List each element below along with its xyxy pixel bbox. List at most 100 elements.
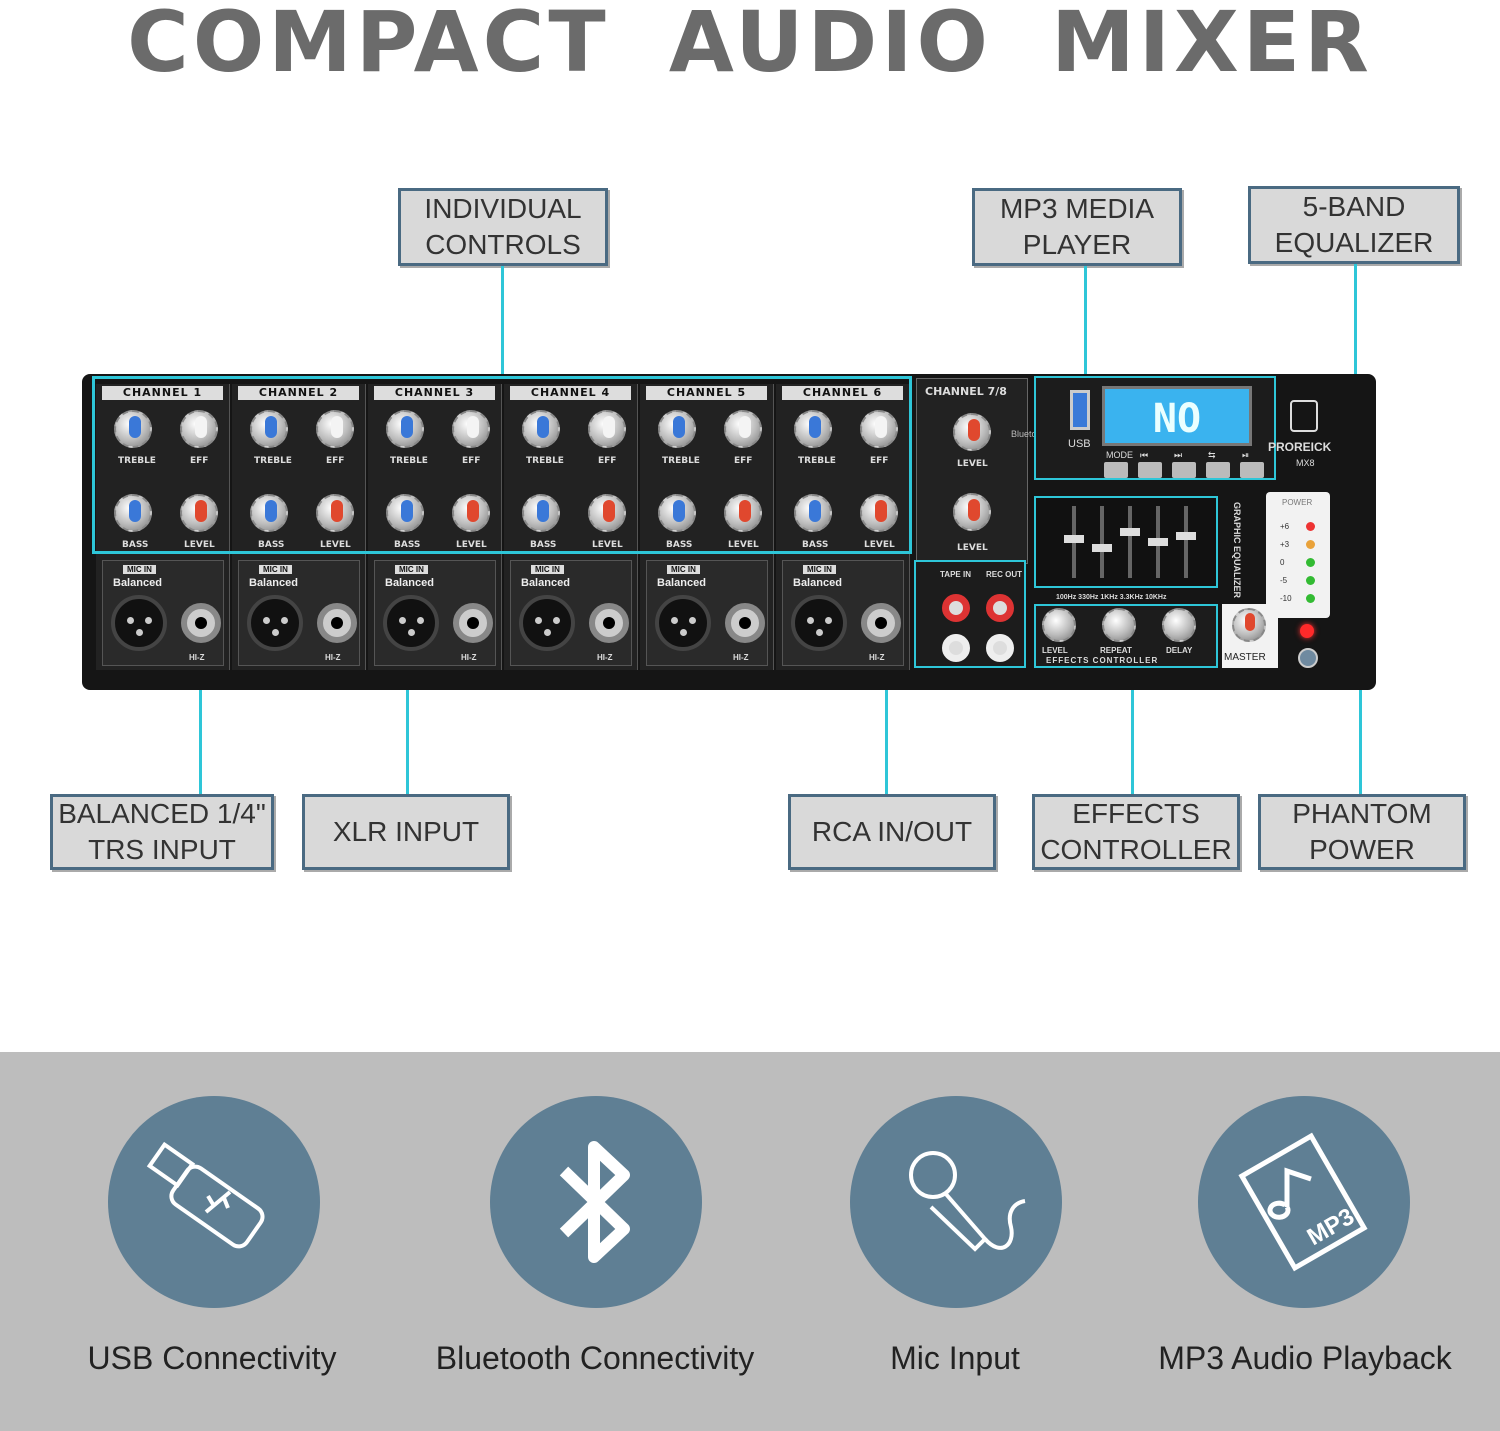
xlr-jack[interactable] [655, 595, 711, 651]
eff-label: EFF [190, 456, 209, 466]
eff-knob[interactable] [180, 410, 218, 448]
eff-knob[interactable] [452, 410, 490, 448]
phantom-power-button[interactable] [1298, 648, 1318, 668]
level-knob[interactable] [316, 494, 354, 532]
trs-jack[interactable] [181, 603, 221, 643]
channel-label: CHANNEL 5 [646, 386, 767, 400]
bluetooth-label: Bluetooth [1011, 429, 1050, 439]
bass-label: BASS [666, 540, 693, 550]
level-knob[interactable] [588, 494, 626, 532]
hiz-label: HI-Z [461, 653, 477, 662]
eq-slider-cap[interactable] [1148, 538, 1168, 546]
eq-slider-cap[interactable] [1176, 532, 1196, 540]
balanced-label: Balanced [249, 577, 298, 589]
usb-drive-icon [146, 1141, 265, 1249]
channel-label: CHANNEL 2 [238, 386, 359, 400]
rca-jack[interactable] [986, 634, 1014, 662]
individual-controls-frame [92, 376, 912, 554]
xlr-jack[interactable] [791, 595, 847, 651]
xlr-jack[interactable] [111, 595, 167, 651]
player-button[interactable] [1104, 462, 1128, 478]
eq-slider[interactable] [1064, 506, 1084, 578]
level-knob[interactable] [180, 494, 218, 532]
level-label: LEVEL [864, 540, 895, 550]
treble-knob[interactable] [658, 410, 696, 448]
rca-jack[interactable] [942, 634, 970, 662]
meter-label: -10 [1280, 594, 1292, 603]
level-knob[interactable] [860, 494, 898, 532]
feature-label-usb: USB Connectivity [87, 1340, 337, 1376]
level-knob[interactable] [452, 494, 490, 532]
meter-label: -5 [1280, 576, 1288, 585]
bass-knob[interactable] [794, 494, 832, 532]
eq-slider[interactable] [1148, 506, 1168, 578]
eff-knob[interactable] [724, 410, 762, 448]
level-knob[interactable] [953, 493, 991, 531]
mic-in-label: MIC IN [259, 565, 292, 574]
callout-rca: RCA IN/OUT [788, 794, 996, 870]
callout-trs-input: BALANCED 1/4" TRS INPUT [50, 794, 274, 870]
player-button[interactable] [1138, 462, 1162, 478]
bass-knob[interactable] [250, 494, 288, 532]
treble-knob[interactable] [794, 410, 832, 448]
trs-jack[interactable] [589, 603, 629, 643]
bass-knob[interactable] [114, 494, 152, 532]
player-button[interactable] [1206, 462, 1230, 478]
eq-slider[interactable] [1120, 506, 1140, 578]
graphic-equalizer [1034, 496, 1218, 588]
player-button[interactable] [1240, 462, 1264, 478]
feature-mic [850, 1096, 1062, 1308]
xlr-jack[interactable] [519, 595, 575, 651]
input-panel: MIC IN Balanced HI-Z [102, 560, 224, 666]
treble-label: TREBLE [390, 456, 428, 466]
eff-knob[interactable] [860, 410, 898, 448]
fx-repeat-knob[interactable] [1102, 608, 1136, 642]
eq-slider-cap[interactable] [1092, 544, 1112, 552]
fx-level-knob[interactable] [1042, 608, 1076, 642]
level-label: LEVEL [592, 540, 623, 550]
xlr-jack[interactable] [247, 595, 303, 651]
eq-slider[interactable] [1176, 506, 1196, 578]
eq-slider-cap[interactable] [1120, 528, 1140, 536]
bass-knob[interactable] [522, 494, 560, 532]
feature-bluetooth [490, 1096, 702, 1308]
trs-jack[interactable] [453, 603, 493, 643]
input-panel: MIC IN Balanced HI-Z [782, 560, 904, 666]
treble-knob[interactable] [250, 410, 288, 448]
eq-slider[interactable] [1092, 506, 1112, 578]
level-knob[interactable] [724, 494, 762, 532]
fx-delay-knob[interactable] [1162, 608, 1196, 642]
channel-strip: CHANNEL 5 TREBLE EFF BASS LEVEL MIC IN B… [640, 384, 774, 670]
usb-port[interactable] [1070, 390, 1090, 430]
leader-line [1359, 658, 1362, 794]
trs-jack[interactable] [861, 603, 901, 643]
master-knob[interactable] [1232, 608, 1266, 642]
master-section: MASTER [1222, 604, 1278, 668]
treble-knob[interactable] [522, 410, 560, 448]
brand-name: PROREICK [1268, 440, 1332, 454]
mic-in-label: MIC IN [531, 565, 564, 574]
rca-jack[interactable] [986, 594, 1014, 622]
treble-knob[interactable] [386, 410, 424, 448]
bass-knob[interactable] [658, 494, 696, 532]
meter-label: +3 [1280, 540, 1290, 549]
eff-knob[interactable] [316, 410, 354, 448]
eff-knob[interactable] [588, 410, 626, 448]
level-label: LEVEL [184, 540, 215, 550]
level-knob[interactable] [953, 413, 991, 451]
channel-strip: CHANNEL 2 TREBLE EFF BASS LEVEL MIC IN B… [232, 384, 366, 670]
channel-label: CHANNEL 1 [102, 386, 223, 400]
eff-label: EFF [326, 456, 345, 466]
treble-knob[interactable] [114, 410, 152, 448]
bass-knob[interactable] [386, 494, 424, 532]
eff-label: EFF [734, 456, 753, 466]
trs-jack[interactable] [725, 603, 765, 643]
channel-strip: CHANNEL 6 TREBLE EFF BASS LEVEL MIC IN B… [776, 384, 910, 670]
xlr-jack[interactable] [383, 595, 439, 651]
player-button[interactable] [1172, 462, 1196, 478]
feature-usb [108, 1096, 320, 1308]
eq-slider-cap[interactable] [1064, 535, 1084, 543]
player-button-label: ⏯ [1242, 450, 1250, 460]
rca-jack[interactable] [942, 594, 970, 622]
trs-jack[interactable] [317, 603, 357, 643]
